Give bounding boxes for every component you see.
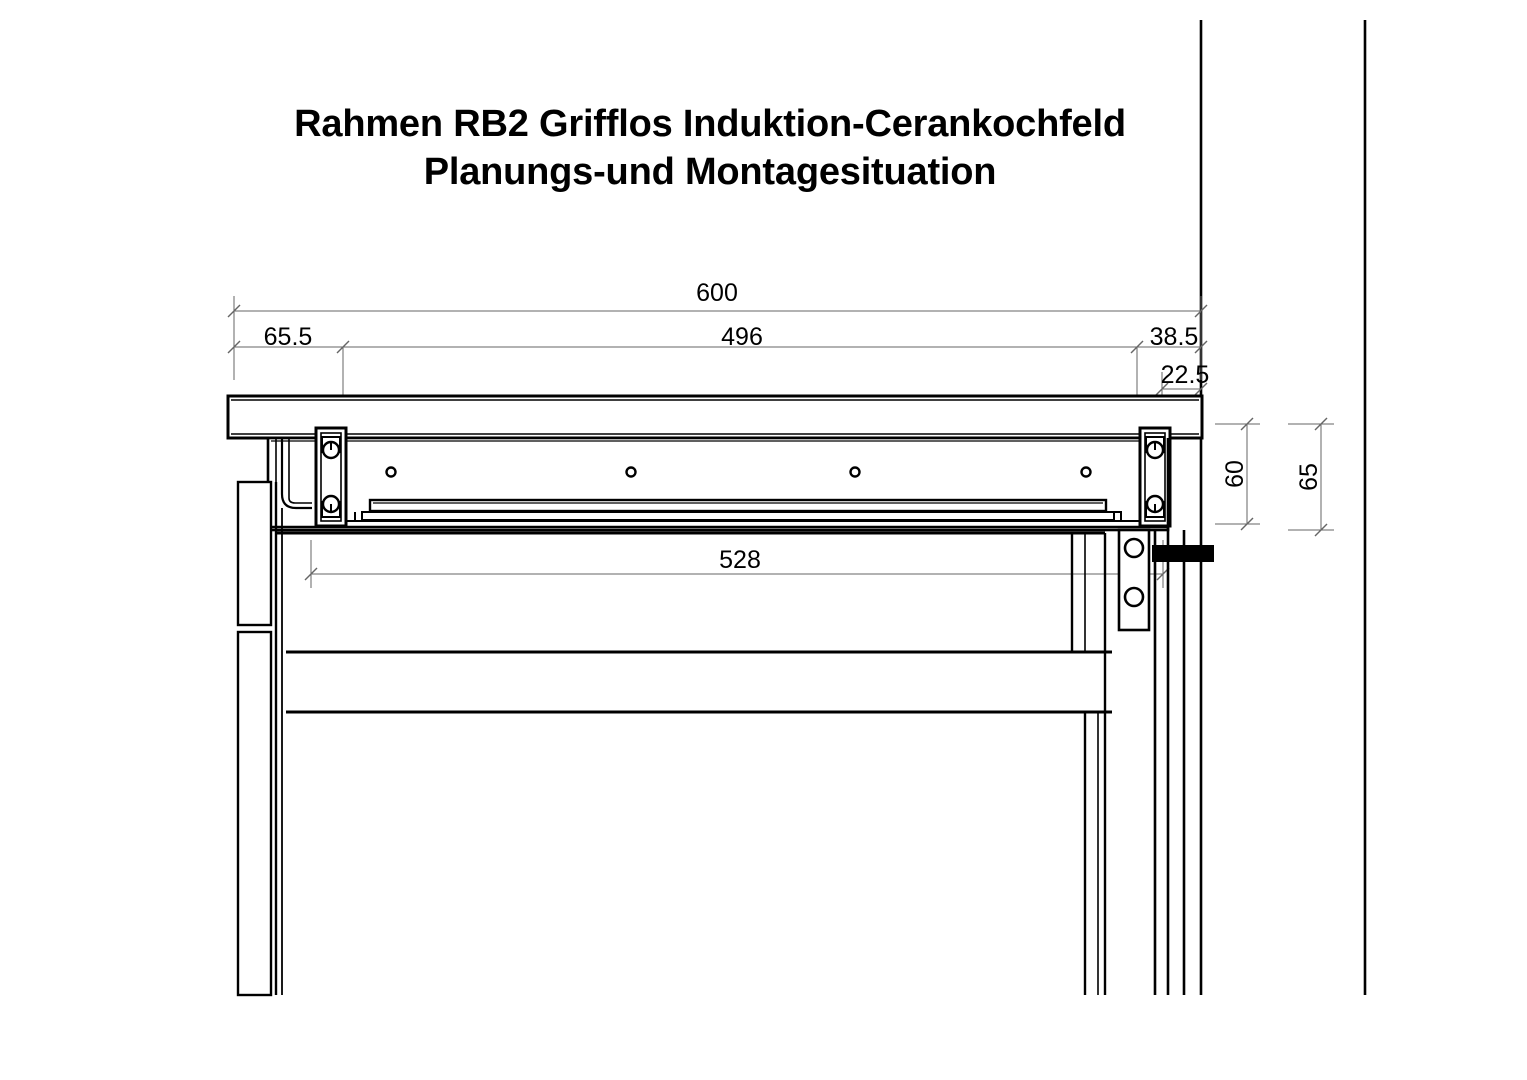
dimension-528: 528 (304, 540, 1170, 588)
dimension-label-528: 528 (719, 546, 761, 574)
cabinet-carcass (276, 531, 1112, 995)
cam-lock-lower-right (1145, 494, 1165, 518)
dimension-label-22-5: 22.5 (1161, 361, 1210, 389)
ceran-glass-panel (346, 498, 1140, 522)
dimension-65: 65 (1288, 417, 1334, 537)
dimension-label-65-5: 65.5 (264, 323, 313, 351)
dimension-label-60: 60 (1221, 460, 1249, 488)
dimension-label-600: 600 (696, 279, 738, 307)
dimension-label-496: 496 (721, 323, 763, 351)
cabinet-side-panel-left (236, 480, 283, 997)
dimension-row-segments: 65.5 496 38.5 (227, 323, 1208, 420)
fastener-hole-row (385, 466, 1092, 478)
countertop-slab (226, 394, 1204, 440)
mounting-plate-right (1117, 438, 1186, 995)
wall-lines (1199, 20, 1367, 995)
cam-lock-upper-right (1145, 436, 1165, 460)
dimension-600: 600 (227, 279, 1208, 345)
fastener-hole (385, 466, 397, 478)
cam-lock-lower-left (321, 494, 341, 518)
fastener-hole (1080, 466, 1092, 478)
dimension-label-65: 65 (1295, 463, 1323, 491)
plate-hole-upper (1123, 537, 1145, 559)
mounting-bracket-right (1138, 426, 1172, 528)
mounting-bracket-left (314, 426, 348, 528)
plate-hole-lower (1123, 586, 1145, 608)
dimension-label-38-5: 38.5 (1150, 323, 1199, 351)
dimension-60: 60 (1215, 417, 1260, 531)
fastener-hole (849, 466, 861, 478)
cam-lock-upper-left (321, 436, 341, 460)
fastener-hole (625, 466, 637, 478)
gasket-seal-block (1152, 545, 1214, 562)
